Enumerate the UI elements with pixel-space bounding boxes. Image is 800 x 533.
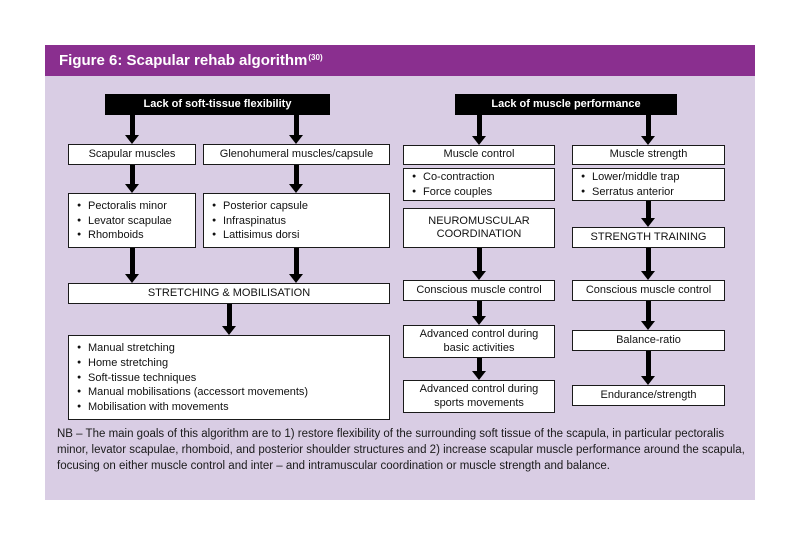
list-item: Manual stretching: [77, 341, 383, 356]
arrow-down: [125, 165, 139, 193]
arrow-down: [125, 248, 139, 283]
list-item: Pectoralis minor: [77, 199, 189, 214]
arrow-down: [472, 115, 486, 145]
list-item: Force couples: [412, 185, 548, 200]
arrow-down: [472, 358, 486, 380]
node-muscle-strength: Muscle strength: [572, 145, 725, 165]
arrow-down: [641, 301, 655, 330]
list-item: Rhomboids: [77, 228, 189, 243]
node-conscious-muscle-control-right: Conscious muscle control: [572, 280, 725, 301]
figure-title: Figure 6: Scapular rehab algorithm: [59, 52, 308, 69]
list-muscle-control: Co-contraction Force couples: [403, 168, 555, 201]
list-item: Soft-tissue techniques: [77, 371, 383, 386]
arrow-down: [222, 304, 236, 335]
arrow-down: [125, 115, 139, 144]
node-neuromuscular-coordination: NEUROMUSCULAR COORDINATION: [403, 208, 555, 248]
figure-panel: [45, 45, 755, 500]
list-item: Infraspinatus: [212, 214, 383, 229]
node-conscious-muscle-control-left: Conscious muscle control: [403, 280, 555, 301]
figure-citation: (30): [308, 53, 323, 62]
node-scapular-muscles: Scapular muscles: [68, 144, 196, 165]
list-stretching-methods: Manual stretching Home stretching Soft-t…: [68, 335, 390, 420]
arrow-down: [289, 165, 303, 193]
list-scapular-muscles: Pectoralis minor Levator scapulae Rhombo…: [68, 193, 196, 248]
list-item: Lower/middle trap: [581, 170, 718, 185]
figure-title-bar: Figure 6: Scapular rehab algorithm(30): [45, 45, 755, 76]
node-endurance-strength: Endurance/strength: [572, 385, 725, 406]
node-advanced-control-sports: Advanced control during sports movements: [403, 380, 555, 413]
list-item: Levator scapulae: [77, 214, 189, 229]
arrow-down: [641, 351, 655, 385]
node-glenohumeral-muscles: Glenohumeral muscles/capsule: [203, 144, 390, 165]
arrow-down: [472, 301, 486, 325]
node-strength-training: STRENGTH TRAINING: [572, 227, 725, 248]
arrow-down: [641, 201, 655, 227]
list-item: Manual mobilisations (accessort movement…: [77, 385, 383, 400]
arrow-down: [641, 248, 655, 280]
list-item: Posterior capsule: [212, 199, 383, 214]
arrow-down: [472, 248, 486, 280]
node-stretching-mobilisation: STRETCHING & MOBILISATION: [68, 283, 390, 304]
node-muscle-control: Muscle control: [403, 145, 555, 165]
list-item: Co-contraction: [412, 170, 548, 185]
node-lack-soft-tissue-flexibility: Lack of soft-tissue flexibility: [105, 94, 330, 115]
arrow-down: [289, 248, 303, 283]
node-advanced-control-basic: Advanced control during basic activities: [403, 325, 555, 358]
arrow-down: [289, 115, 303, 144]
figure-note: NB – The main goals of this algorithm ar…: [57, 428, 745, 472]
list-muscle-strength: Lower/middle trap Serratus anterior: [572, 168, 725, 201]
node-lack-muscle-performance: Lack of muscle performance: [455, 94, 677, 115]
node-balance-ratio: Balance-ratio: [572, 330, 725, 351]
list-item: Lattisimus dorsi: [212, 228, 383, 243]
list-item: Mobilisation with movements: [77, 400, 383, 415]
list-glenohumeral-structures: Posterior capsule Infraspinatus Lattisim…: [203, 193, 390, 248]
list-item: Serratus anterior: [581, 185, 718, 200]
list-item: Home stretching: [77, 356, 383, 371]
arrow-down: [641, 115, 655, 145]
